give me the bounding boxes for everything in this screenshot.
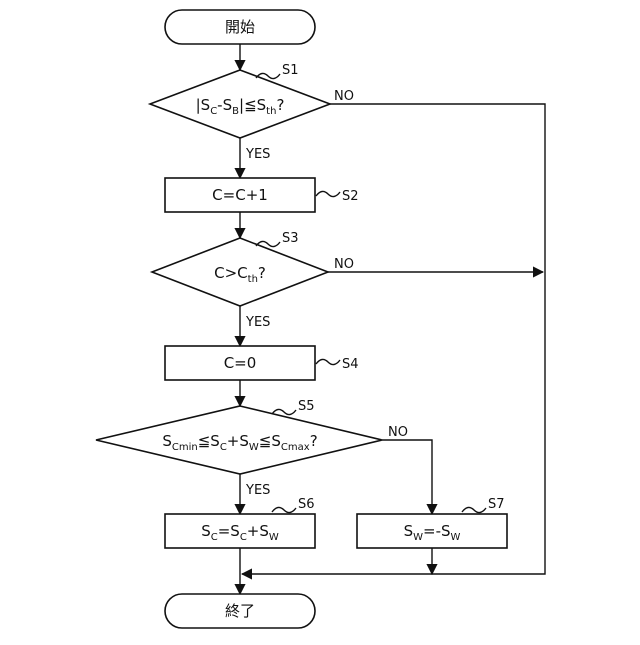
- s7-leader: [462, 507, 486, 512]
- step-label-s4: S4: [342, 357, 359, 372]
- end-label: 終了: [225, 602, 255, 620]
- connector-s5-no: [382, 440, 432, 514]
- step-label-s6: S6: [298, 497, 315, 512]
- s3-no-label: NO: [334, 257, 354, 272]
- process-s2-text: C=C+1: [212, 186, 268, 204]
- s2-leader: [316, 191, 340, 196]
- s1-no-label: NO: [334, 89, 354, 104]
- s4-leader: [316, 359, 340, 364]
- decision-s3-condition: C>Cth?: [214, 264, 266, 285]
- s6-leader: [272, 507, 296, 512]
- step-label-s1: S1: [282, 63, 299, 78]
- step-label-s7: S7: [488, 497, 505, 512]
- process-s4-text: C=0: [224, 354, 257, 372]
- start-label: 開始: [225, 18, 255, 36]
- step-label-s2: S2: [342, 189, 359, 204]
- s1-yes-label: YES: [245, 147, 270, 162]
- s5-yes-label: YES: [245, 483, 270, 498]
- step-label-s5: S5: [298, 399, 315, 414]
- step-label-s3: S3: [282, 231, 299, 246]
- s3-yes-label: YES: [245, 315, 270, 330]
- s5-no-label: NO: [388, 425, 408, 440]
